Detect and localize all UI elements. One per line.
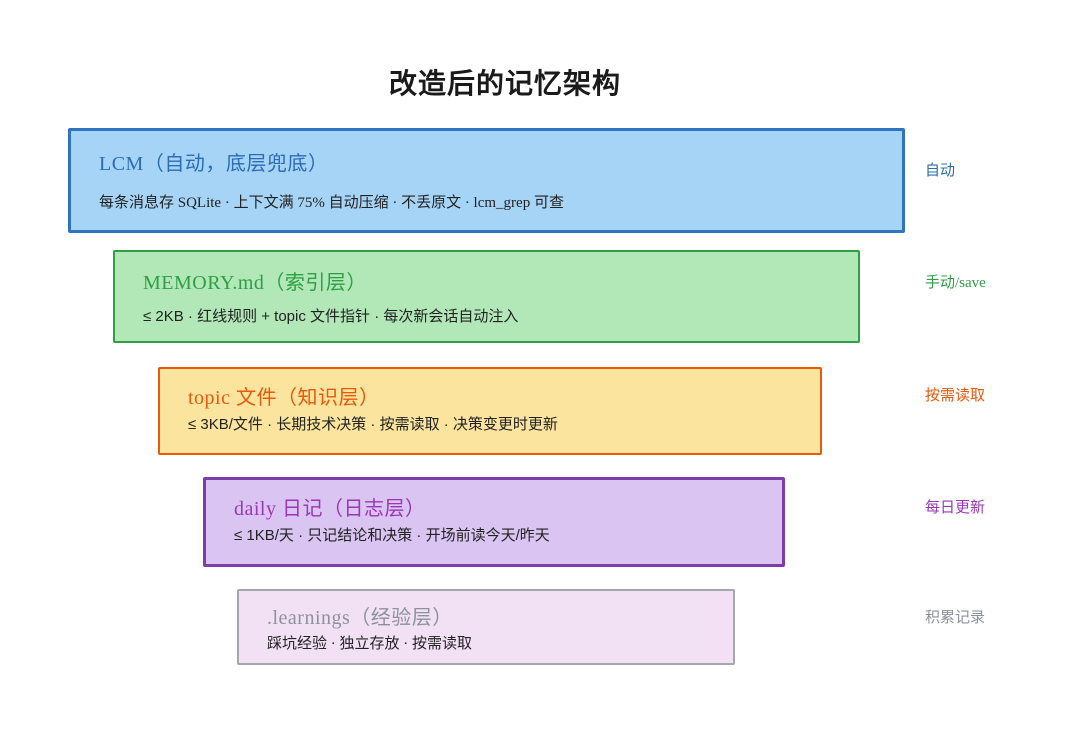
layer-topic: topic 文件（知识层） ≤ 3KB/文件 · 长期技术决策 · 按需读取 ·… bbox=[158, 367, 822, 455]
layer-memory-md: MEMORY.md（索引层） ≤ 2KB · 红线规则 + topic 文件指针… bbox=[113, 250, 860, 343]
layer-daily-subtitle: ≤ 1KB/天 · 只记结论和决策 · 开场前读今天/昨天 bbox=[234, 527, 550, 544]
layer-lcm-title: LCM（自动，底层兜底） bbox=[99, 153, 329, 175]
layer-memory-md-title: MEMORY.md（索引层） bbox=[143, 272, 367, 294]
side-label-lcm: 自动 bbox=[925, 163, 956, 179]
side-label-memory-md: 手动/save bbox=[925, 275, 986, 291]
layer-topic-title: topic 文件（知识层） bbox=[188, 387, 380, 409]
layer-topic-subtitle: ≤ 3KB/文件 · 长期技术决策 · 按需读取 · 决策变更时更新 bbox=[188, 416, 558, 433]
side-label-topic: 按需读取 bbox=[925, 388, 986, 404]
layer-lcm-subtitle: 每条消息存 SQLite · 上下文满 75% 自动压缩 · 不丢原文 · lc… bbox=[99, 195, 564, 211]
page-title: 改造后的记忆架构 bbox=[388, 69, 621, 100]
side-label-daily: 每日更新 bbox=[925, 500, 986, 516]
layer-learnings-subtitle: 踩坑经验 · 独立存放 · 按需读取 bbox=[267, 636, 472, 652]
layer-learnings: .learnings（经验层） 踩坑经验 · 独立存放 · 按需读取 bbox=[237, 589, 735, 665]
layer-memory-md-subtitle: ≤ 2KB · 红线规则 + topic 文件指针 · 每次新会话自动注入 bbox=[143, 308, 519, 325]
layer-lcm: LCM（自动，底层兜底） 每条消息存 SQLite · 上下文满 75% 自动压… bbox=[68, 128, 905, 233]
side-label-learnings: 积累记录 bbox=[925, 610, 986, 626]
layer-learnings-title: .learnings（经验层） bbox=[267, 607, 453, 629]
layer-daily-title: daily 日记（日志层） bbox=[234, 498, 426, 520]
layer-daily: daily 日记（日志层） ≤ 1KB/天 · 只记结论和决策 · 开场前读今天… bbox=[203, 477, 785, 567]
